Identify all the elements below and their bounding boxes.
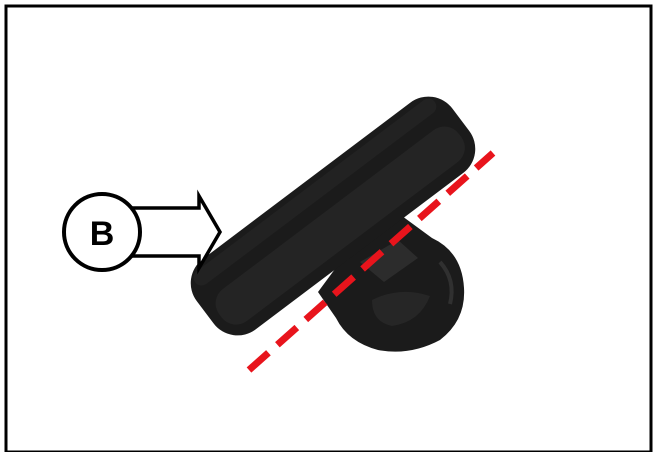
clip-part	[190, 96, 476, 352]
callout-letter: B	[90, 215, 115, 253]
callout-circle	[62, 192, 142, 272]
clip-cap	[190, 96, 476, 336]
right-arrow-icon	[128, 189, 223, 275]
cut-line	[246, 150, 496, 373]
callout-b: B	[62, 192, 142, 272]
